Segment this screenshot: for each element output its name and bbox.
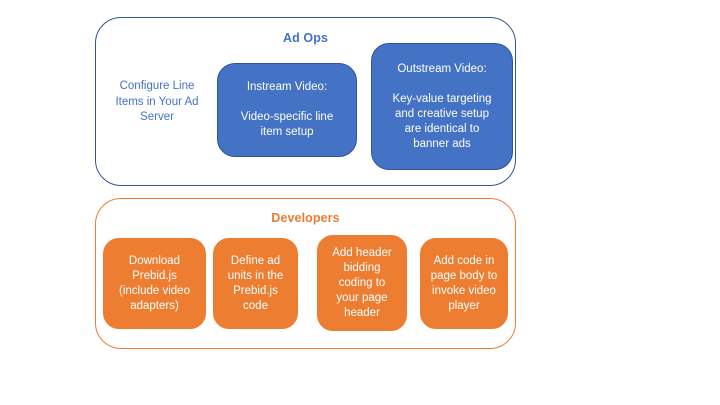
instream-video-box: Instream Video: Video-specific line item… [217,63,357,157]
developers-group: Developers Download Prebid.js (include v… [95,198,516,349]
outstream-video-text: Outstream Video: Key-value targeting and… [392,62,492,150]
instream-video-text: Instream Video: Video-specific line item… [240,81,334,138]
outstream-video-box: Outstream Video: Key-value targeting and… [371,43,513,170]
step-add-page-body-code-box: Add code in page body to invoke video pl… [420,238,508,329]
ad-ops-group: Ad Ops Configure Line Items in Your Ad S… [95,17,516,186]
ad-ops-title: Ad Ops [282,31,329,45]
step-add-header-bidding-box: Add header bidding coding to your page h… [317,235,407,331]
step-add-page-body-code-text: Add code in page body to invoke video pl… [430,254,498,312]
step-download-prebid-box: Download Prebid.js (include video adapte… [103,238,206,329]
step-define-ad-units-box: Define ad units in the Prebid.js code [213,238,298,329]
configure-line-items-note: Configure Line Items in Your Ad Server [115,80,199,123]
step-download-prebid-text: Download Prebid.js (include video adapte… [119,254,190,312]
step-add-header-bidding-text: Add header bidding coding to your page h… [332,246,392,319]
step-define-ad-units-text: Define ad units in the Prebid.js code [227,254,284,312]
developers-title: Developers [271,211,340,225]
